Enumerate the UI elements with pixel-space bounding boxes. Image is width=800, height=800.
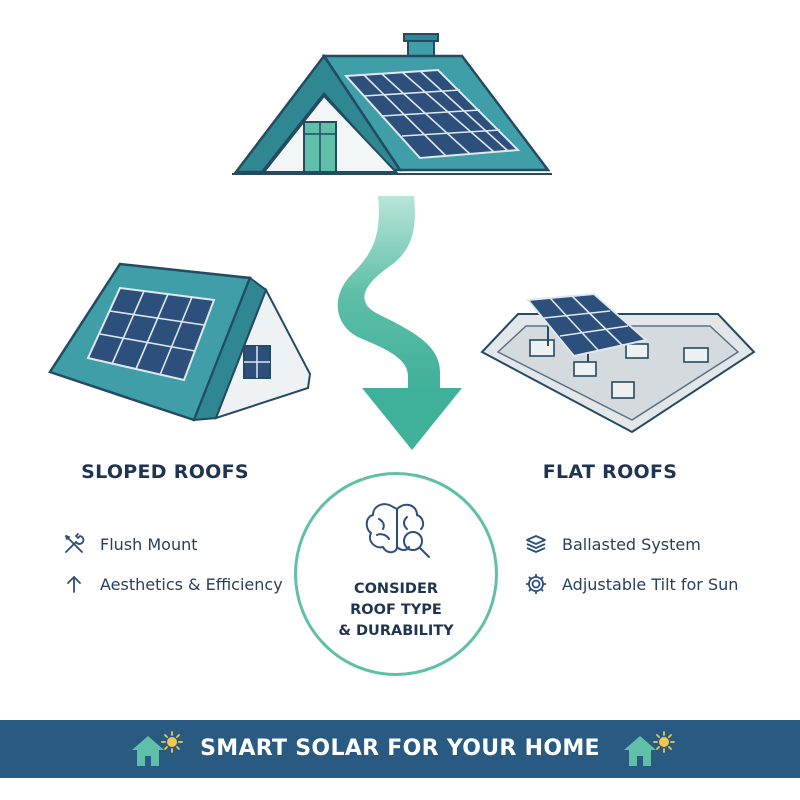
feature-label: Ballasted System bbox=[562, 534, 701, 554]
brain-magnifier-icon bbox=[363, 499, 433, 565]
flat-roofs-heading: FLAT ROOFS bbox=[542, 461, 678, 483]
consider-line-3: & DURABILITY bbox=[338, 623, 454, 639]
top-house-illustration bbox=[232, 30, 552, 180]
consider-circle: CONSIDER ROOF TYPE & DURABILITY bbox=[294, 472, 498, 676]
flow-arrow bbox=[330, 192, 470, 454]
sloped-roof-illustration bbox=[44, 258, 316, 428]
sloped-roofs-heading: SLOPED ROOFS bbox=[81, 461, 249, 483]
feature-ballasted: Ballasted System bbox=[524, 532, 701, 556]
layers-icon bbox=[524, 532, 548, 556]
consider-line-2: ROOF TYPE bbox=[350, 602, 442, 618]
wrench-screwdriver-icon bbox=[62, 532, 86, 556]
feature-label: Flush Mount bbox=[100, 534, 198, 554]
consider-line-1: CONSIDER bbox=[353, 581, 439, 597]
house-sun-icon bbox=[128, 730, 184, 768]
arrow-up-icon bbox=[62, 572, 86, 596]
footer-banner: SMART SOLAR FOR YOUR HOME bbox=[0, 720, 800, 778]
banner-title: SMART SOLAR FOR YOUR HOME bbox=[200, 736, 600, 761]
feature-adjustable-tilt: Adjustable Tilt for Sun bbox=[524, 572, 738, 596]
feature-label: Aesthetics & Efficiency bbox=[100, 574, 283, 594]
flat-roof-illustration bbox=[478, 286, 758, 436]
house-sun-icon bbox=[620, 730, 676, 768]
feature-label: Adjustable Tilt for Sun bbox=[562, 574, 739, 594]
feature-aesthetics: Aesthetics & Efficiency bbox=[62, 572, 283, 596]
feature-flush-mount: Flush Mount bbox=[62, 532, 198, 556]
consider-text: CONSIDER ROOF TYPE & DURABILITY bbox=[297, 579, 495, 642]
gear-icon bbox=[524, 572, 548, 596]
